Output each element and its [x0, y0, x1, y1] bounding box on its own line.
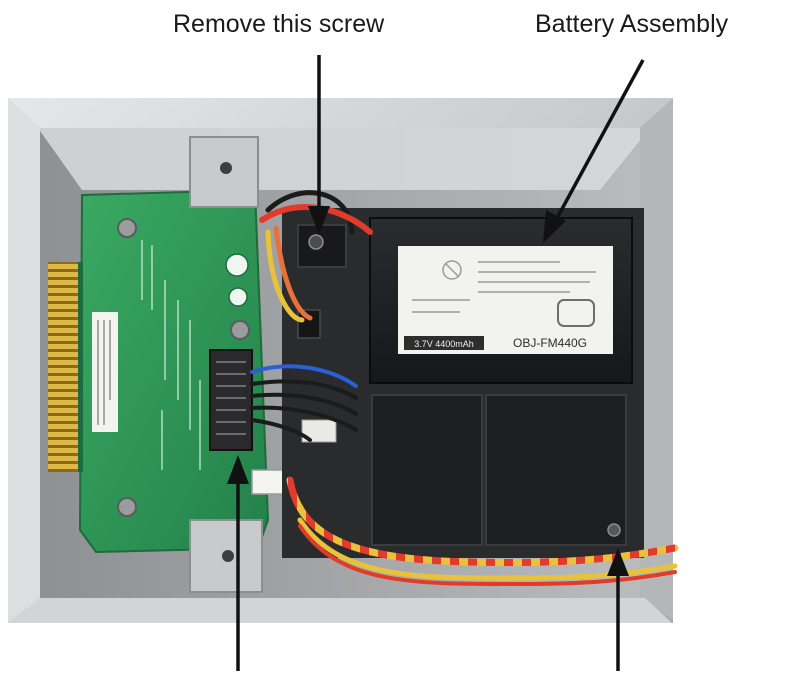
arrow-connector-head [227, 455, 249, 484]
pcb-white-label [92, 312, 118, 432]
ribbon-black-3 [250, 405, 358, 432]
arrow-battery-head [543, 210, 566, 243]
battery-capacity-badge: 3.7V 4400mAh [414, 339, 474, 349]
chassis-top-flange [38, 128, 650, 190]
battery-label-print [412, 260, 596, 313]
pcb-silkscreen-text [141, 240, 201, 470]
pcb-white-marker [225, 253, 249, 277]
pcb-edge-connector [48, 262, 82, 472]
metal-brackets [189, 136, 263, 593]
ribbon-blue [250, 364, 358, 388]
pcb-white-label-lines [97, 320, 111, 425]
header-pins [216, 361, 246, 435]
pcb-white-marker [228, 287, 248, 307]
twisted-pair-lower-3 [298, 524, 677, 587]
pcb-mount-screw [117, 497, 137, 517]
battery-part-number: OBJ-FM440G [513, 336, 587, 350]
pcb-mount-screw [117, 218, 137, 238]
battery-compartment-left [371, 394, 483, 546]
ribbon-black-2 [250, 392, 358, 416]
twisted-pair-lower-2 [297, 517, 678, 581]
battery-compartment-right [485, 394, 627, 546]
wire-orange [273, 225, 313, 321]
chassis-left-wall [8, 98, 40, 623]
arrow-housing-screw-head [607, 548, 629, 576]
battery-housing: 3.7V 4400mAh OBJ-FM440G [282, 208, 644, 558]
callout-arrows [227, 55, 645, 671]
battery-housing-screw [607, 523, 621, 537]
chassis-right-wall [640, 98, 673, 620]
battery-ul-mark [557, 299, 595, 327]
wire-yellow [265, 229, 305, 323]
chassis-bottom-flange [8, 598, 672, 623]
arrow-screw-head [308, 206, 330, 235]
pcb-mount-screw [230, 320, 250, 340]
battery-capacity-badge-bg [404, 336, 484, 350]
ribbon-black-1 [250, 379, 358, 400]
white-tag [301, 419, 337, 443]
upper-bracket-hole [220, 162, 232, 174]
pcb-edge-shadow [78, 262, 83, 472]
wire-connector [297, 309, 321, 339]
ribbon-black-4 [250, 418, 312, 442]
arrow-battery-line [554, 59, 645, 221]
callout-battery-assembly: Battery Assembly [535, 10, 729, 38]
target-screw [308, 234, 324, 250]
callout-remove-screw: Remove this screw [173, 10, 385, 38]
lower-bracket-hole [222, 550, 234, 562]
